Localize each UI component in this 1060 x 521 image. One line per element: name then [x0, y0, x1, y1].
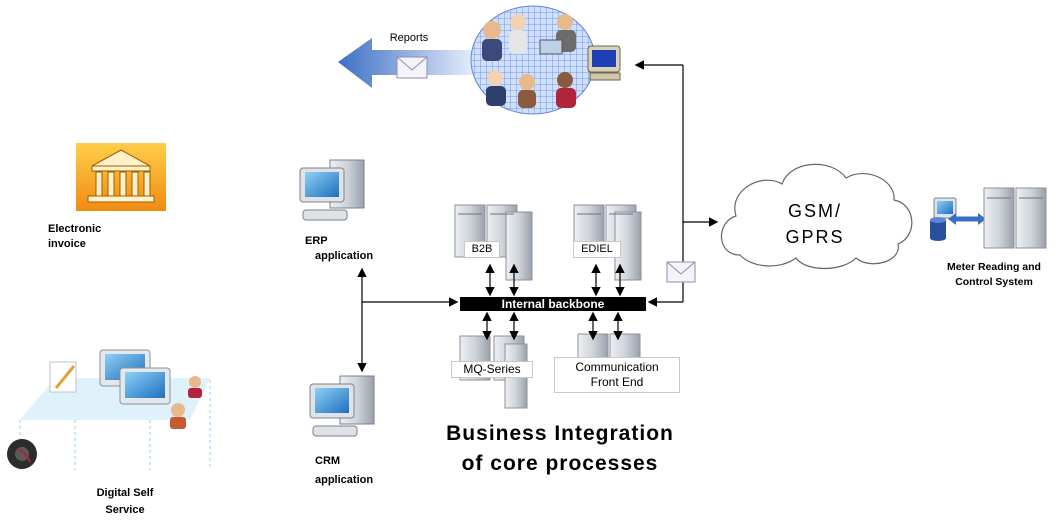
computer-icon [299, 159, 365, 221]
gsm-label-line1: GSM/ [787, 201, 842, 221]
cloud-icon [720, 163, 913, 269]
meter-reading-label-line1: Meter Reading and [947, 261, 1041, 273]
electronic-invoice-label-line1: Electronic [48, 223, 102, 235]
computer-icon [309, 375, 375, 437]
internal-backbone-label: Internal backbone [501, 297, 605, 311]
crm-label-line2: application [315, 474, 374, 486]
digital-self-service-label-line2: Service [105, 504, 145, 516]
computer-icon [587, 45, 621, 81]
headset-icon [7, 439, 37, 469]
business-people-globe-icon [470, 5, 596, 115]
communication-label-line2: Front End [590, 375, 644, 389]
pencil-icon [49, 361, 77, 393]
gsm-label-line2: GPRS [785, 227, 845, 247]
database-icon [930, 217, 946, 241]
user-icon [170, 376, 202, 429]
erp-label-line2: application [315, 250, 374, 262]
internal-backbone-bar [460, 297, 646, 311]
erp-label-line1: ERP [305, 235, 328, 247]
b2b-label: B2B [464, 241, 500, 258]
envelope-icon [396, 56, 428, 79]
digital-self-service-label-line1: Digital Self [96, 487, 154, 499]
electronic-invoice-label-line2: invoice [48, 238, 86, 250]
mq-series-label: MQ-Series [451, 361, 533, 378]
title-line2: of core processes [461, 452, 659, 475]
reports-label: Reports [389, 32, 429, 44]
digital-self-service-scene [7, 349, 211, 470]
communication-label-line1: Communication [575, 360, 659, 374]
communication-front-end-box: Communication Front End [554, 357, 680, 393]
meter-reading-label-line2: Control System [955, 276, 1033, 288]
bank-building-icon [76, 143, 166, 211]
ediel-label: EDIEL [573, 241, 621, 258]
envelope-icon [666, 261, 696, 283]
meter-reading-system [930, 187, 1047, 249]
crm-label-line1: CRM [315, 455, 341, 467]
title-line1: Business Integration [446, 422, 674, 445]
